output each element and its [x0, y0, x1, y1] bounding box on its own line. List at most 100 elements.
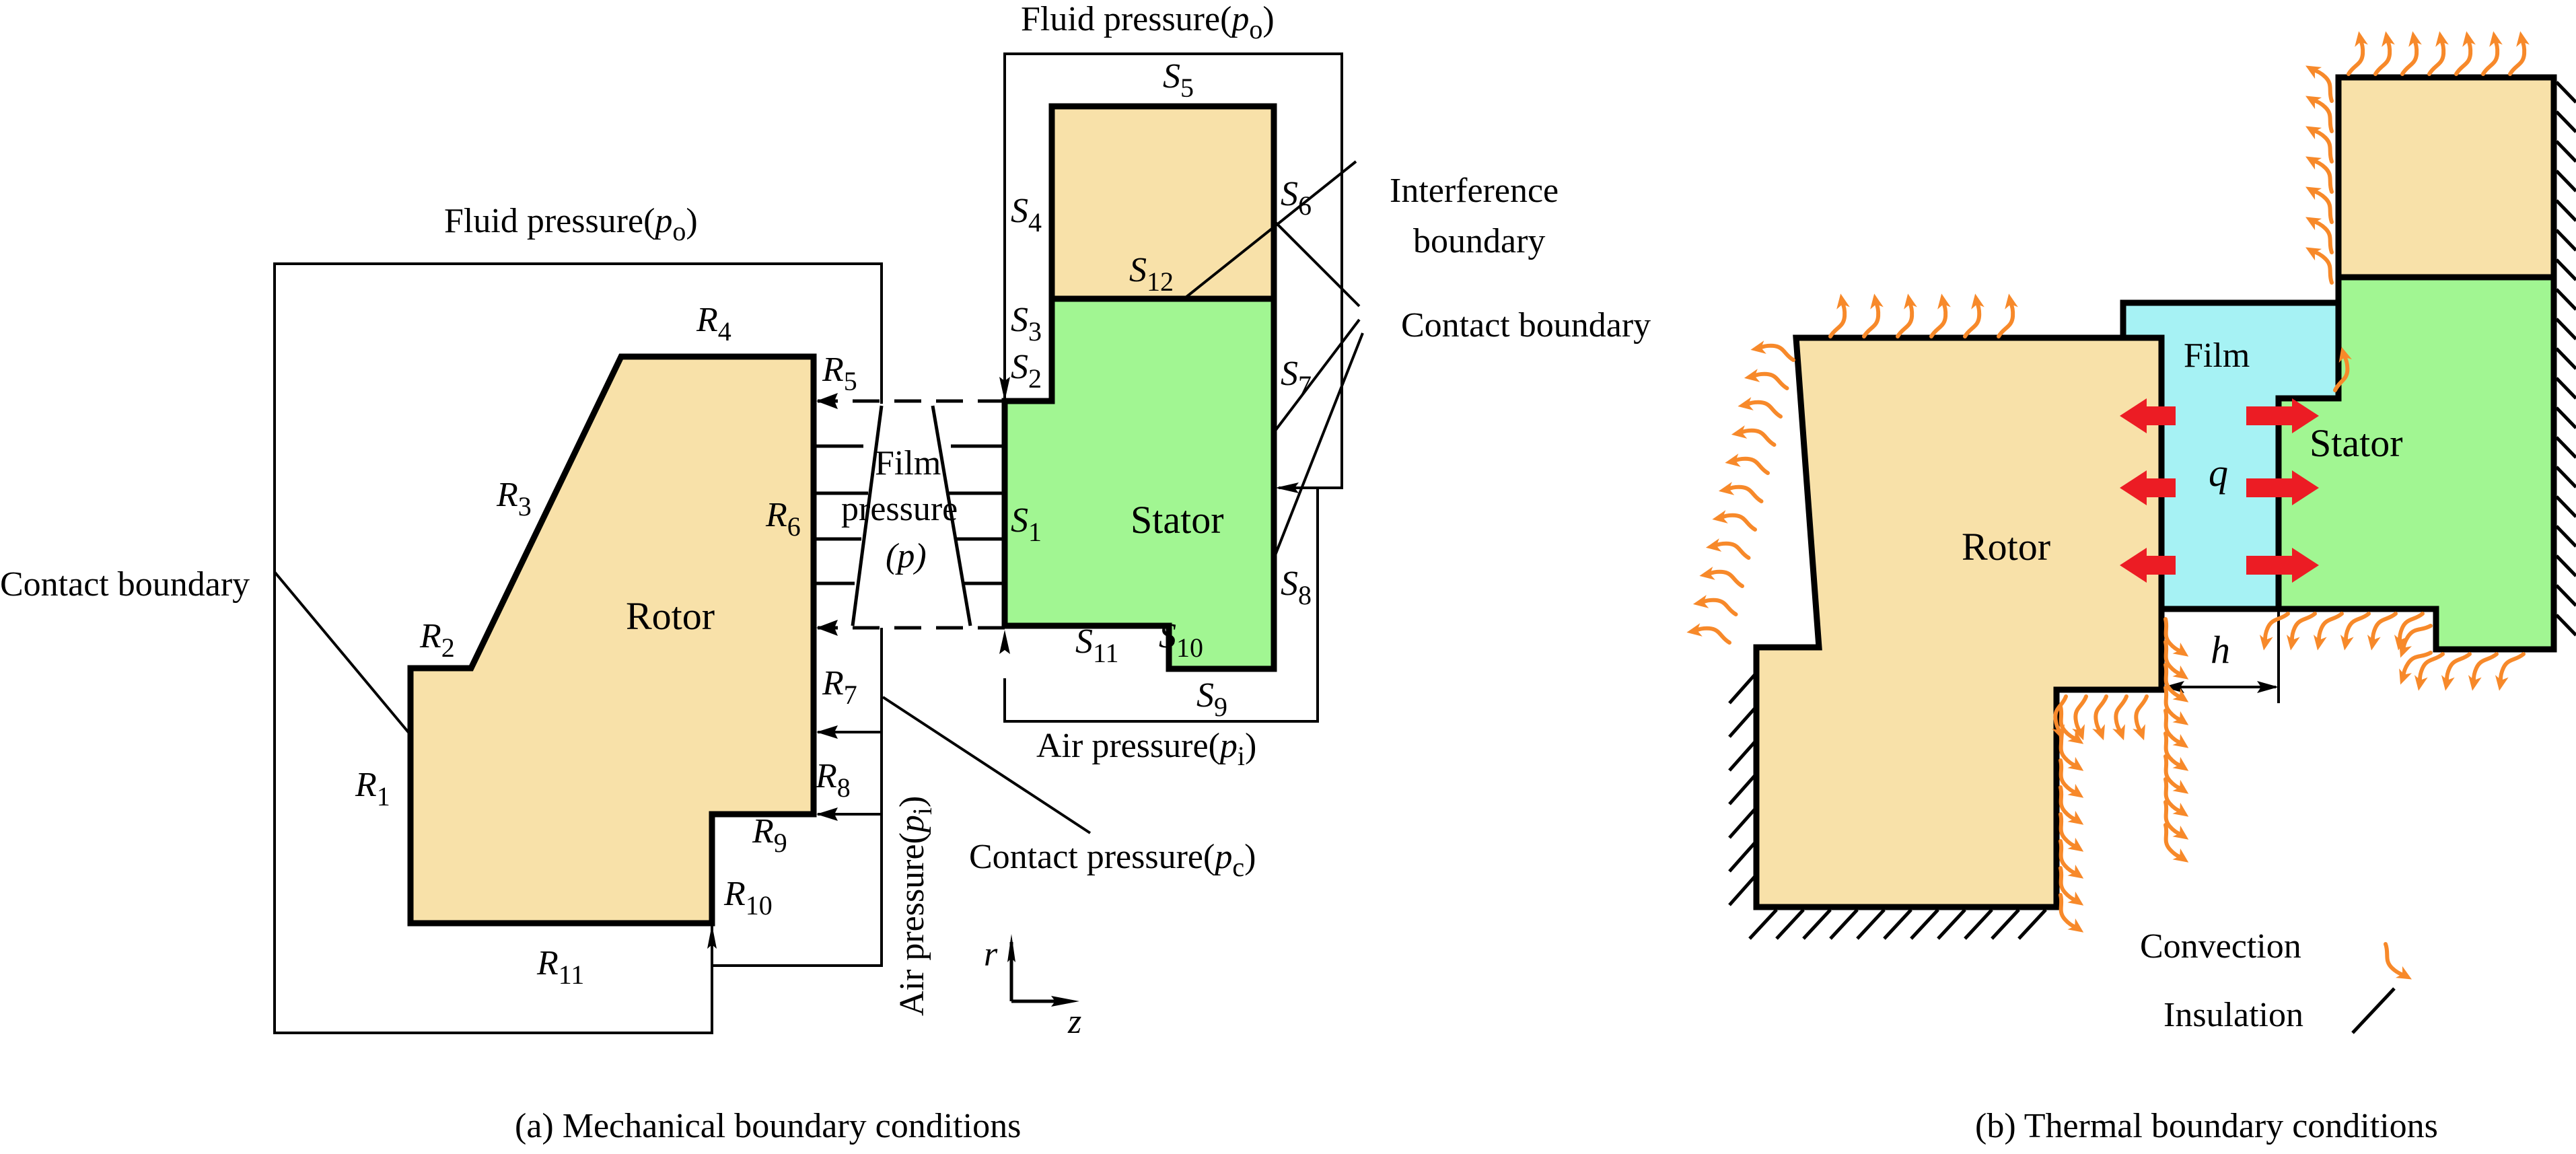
convection-arrow-icon — [2163, 663, 2189, 702]
insulation-hatch-line — [1728, 873, 1758, 906]
convection-arrow-icon — [2305, 65, 2334, 103]
insulation-hatch-line — [1775, 908, 1805, 940]
rz-axes: r z — [984, 934, 1081, 1041]
convection-arrows — [1686, 31, 2530, 933]
insulation-hatch-line — [1883, 908, 1912, 940]
panel-b-caption: (b) Thermal boundary conditions — [1975, 1107, 2438, 1145]
convection-arrow-icon — [2059, 785, 2084, 825]
rotor-boundary-label-4: R4 — [696, 301, 731, 347]
convection-arrow-icon — [2305, 96, 2334, 133]
convection-arrow-icon — [2163, 823, 2189, 863]
heat-flux-arrow-right — [2246, 548, 2319, 583]
convection-arrow-icon — [2347, 31, 2368, 76]
panel-a-mechanical: Rotor Stator Film pressure (p) — [0, 0, 1651, 1145]
rotor-label: Rotor — [626, 594, 715, 638]
contact-pressure-leader — [882, 696, 1092, 834]
convection-arrow-icon — [1686, 623, 1731, 645]
convection-arrow-icon — [1692, 595, 1738, 616]
insulation-hatch-line — [2555, 525, 2576, 548]
convection-arrow-icon — [1718, 482, 1764, 503]
insulation-hatch-line — [2555, 495, 2576, 518]
axis-z-label: z — [1067, 1003, 1081, 1041]
convection-arrow-icon — [2163, 709, 2189, 748]
rotor-boundary-label-6: R6 — [765, 496, 801, 542]
legend-insulation-label: Insulation — [2163, 996, 2303, 1034]
panel-b-thermal: Rotor Stator Film q h Convection Insulat… — [1686, 31, 2576, 1145]
insulation-hatch-line — [2555, 170, 2576, 192]
air-pressure-vertical-label: Air pressure(pi) — [893, 796, 937, 1016]
insulation-hatch-line — [1829, 908, 1859, 940]
s8-arrowhead — [1275, 482, 1299, 493]
convection-arrow-icon — [2333, 347, 2352, 392]
convection-arrow-icon — [2384, 942, 2412, 980]
film-pressure-label-line1: Film — [875, 444, 941, 482]
stator-boundary-label-6: S6 — [1281, 175, 1312, 221]
rotor-boundary-label-3: R3 — [496, 476, 532, 521]
convection-arrow-icon — [2059, 893, 2084, 933]
insulation-hatch-line — [2555, 288, 2576, 311]
fluid-pressure-right-label: Fluid pressure(po) — [1021, 0, 1275, 44]
insulation-hatch-line — [1728, 739, 1758, 772]
rotor-boundary-label-10: R10 — [723, 875, 773, 921]
film-pressure-hatch-lines — [816, 405, 1003, 626]
convection-arrow-icon — [2367, 612, 2398, 651]
fluid-pressure-left-label: Fluid pressure(po) — [444, 202, 698, 246]
convection-arrow-icon — [2059, 812, 2084, 852]
film-pressure-arrowhead-top — [816, 393, 838, 409]
convection-arrow-icon — [2259, 612, 2290, 651]
convection-arrow-icon — [2305, 217, 2334, 254]
insulation-hatch-line — [2555, 110, 2576, 133]
convection-arrow-icon — [2340, 612, 2371, 651]
gap-arrowhead-left — [2163, 681, 2184, 693]
convection-arrow-icon — [2112, 694, 2128, 741]
convection-arrow-icon — [2454, 31, 2476, 76]
stator-boundary-label-11: S11 — [1075, 622, 1119, 668]
insulation-hatch-line — [2555, 436, 2576, 459]
convection-arrow-icon — [2163, 777, 2189, 817]
heat-flux-arrow-left — [2120, 470, 2176, 505]
air-pressure-loop-stator — [1003, 488, 1319, 723]
contact-boundary-left-label: Contact boundary — [0, 565, 250, 604]
insulation-hatch-line — [1748, 908, 1778, 940]
stator-boundary-label-3: S3 — [1011, 301, 1042, 347]
insulation-hatch-line — [2555, 318, 2576, 340]
stator-boundary-label-10: S10 — [1159, 617, 1203, 663]
insulation-hatch-line — [2555, 258, 2576, 281]
insulation-hatch-line — [2555, 81, 2576, 104]
gap-arrowhead-right — [2257, 681, 2279, 693]
convection-arrow-icon — [2508, 31, 2530, 76]
stator-boundary-label-2: S2 — [1011, 348, 1042, 394]
convection-arrow-icon — [2072, 694, 2088, 741]
convection-arrow-icon — [1705, 538, 1751, 560]
fluid-pressure-loop-rotor — [273, 262, 883, 1034]
convection-arrow-icon — [1997, 293, 2018, 338]
axis-z-arrowhead — [1051, 996, 1079, 1007]
insulation-hatch-line — [2555, 229, 2576, 252]
interference-leader — [1184, 160, 1357, 299]
heat-flux-symbol: q — [2209, 451, 2228, 495]
insulation-hatching — [1728, 81, 2576, 940]
insulation-hatch-line — [2555, 466, 2576, 489]
stator-boundary-label-9: S9 — [1196, 676, 1227, 722]
insulation-hatch-line — [1728, 840, 1758, 873]
convection-arrow-icon — [2313, 612, 2344, 651]
convection-arrow-icon — [1750, 340, 1795, 362]
convection-arrow-icon — [1862, 293, 1884, 338]
convection-arrow-icon — [1929, 293, 1951, 338]
convection-arrow-icon — [2059, 866, 2084, 906]
rotor-boundary-label-2: R2 — [419, 617, 455, 663]
convection-arrow-icon — [2163, 617, 2189, 657]
convection-arrow-icon — [1725, 454, 1770, 475]
insulation-hatch-line — [2555, 554, 2576, 577]
air-pressure-bottom-label: Air pressure(pi) — [1036, 727, 1256, 771]
convection-arrow-icon — [2163, 731, 2189, 771]
axis-r-arrowhead — [1007, 934, 1015, 962]
contact-boundary-left-leader — [273, 571, 412, 736]
insulation-hatch-line — [1728, 806, 1758, 839]
convection-arrow-icon — [2163, 754, 2189, 794]
stator-boundary-label-7: S7 — [1281, 355, 1312, 400]
r10-arrowhead — [707, 925, 717, 949]
insulation-hatch-line — [2555, 377, 2576, 400]
